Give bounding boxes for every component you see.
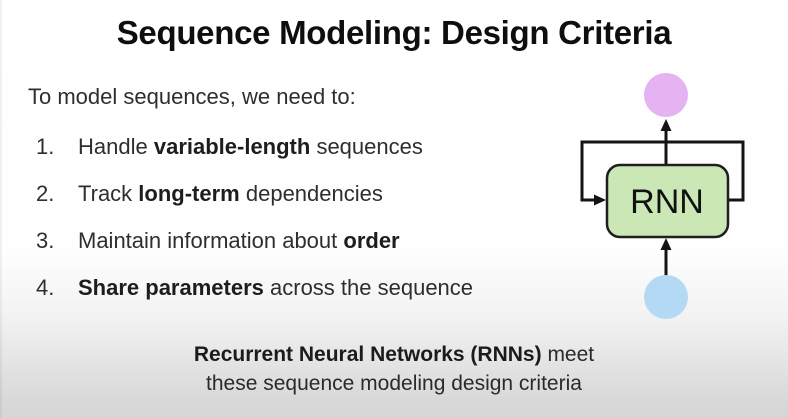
criteria-text-bold: long-term	[138, 181, 240, 206]
criteria-number: 2.	[36, 181, 55, 206]
criteria-text-post: across the sequence	[263, 275, 474, 300]
criteria-number: 1.	[36, 134, 55, 159]
criteria-number: 3.	[36, 228, 55, 253]
criteria-text-bold: order	[343, 228, 400, 253]
criteria-text: Handle variable-length sequences	[78, 134, 423, 159]
criteria-text: Track long-term dependencies	[78, 181, 383, 206]
slide-title: Sequence Modeling: Design Criteria	[116, 14, 672, 51]
criteria-item-4: 4. Share parameters across the sequence	[36, 275, 473, 301]
criteria-item-2: 2. Track long-term dependencies	[36, 181, 383, 207]
caption-line-2: these sequence modeling design criteria	[206, 372, 582, 395]
criteria-text-bold: Share parameters	[78, 275, 264, 300]
criteria-item-1: 1. Handle variable-length sequences	[36, 134, 423, 160]
criteria-text-post: sequences	[310, 134, 423, 159]
criteria-text-bold: variable-length	[153, 134, 311, 159]
criteria-number: 4.	[36, 275, 55, 300]
intro-text: To model sequences, we need to:	[28, 84, 356, 109]
left-edge-shadow	[0, 0, 3, 418]
rnn-box-label: RNN	[630, 183, 704, 221]
caption-regular: meet	[541, 343, 595, 366]
criteria-text-pre: Track	[78, 181, 139, 206]
output-node	[644, 73, 688, 117]
recurrence-loop-arrow	[580, 140, 745, 206]
criteria-text: Share parameters across the sequence	[78, 275, 473, 300]
criteria-text-pre: Handle	[78, 134, 154, 159]
criteria-text: Maintain information about order	[78, 228, 400, 253]
rnn-box	[605, 163, 730, 239]
criteria-item-3: 3. Maintain information about order	[36, 228, 400, 254]
caption-bold: Recurrent Neural Networks (RNNs)	[193, 343, 542, 366]
caption: Recurrent Neural Networks (RNNs) meet th…	[0, 340, 788, 398]
caption-line-1: Recurrent Neural Networks (RNNs) meet	[0, 340, 788, 369]
criteria-text-post: dependencies	[239, 181, 383, 206]
input-node	[644, 275, 688, 319]
criteria-text-pre: Maintain information about	[78, 228, 344, 253]
